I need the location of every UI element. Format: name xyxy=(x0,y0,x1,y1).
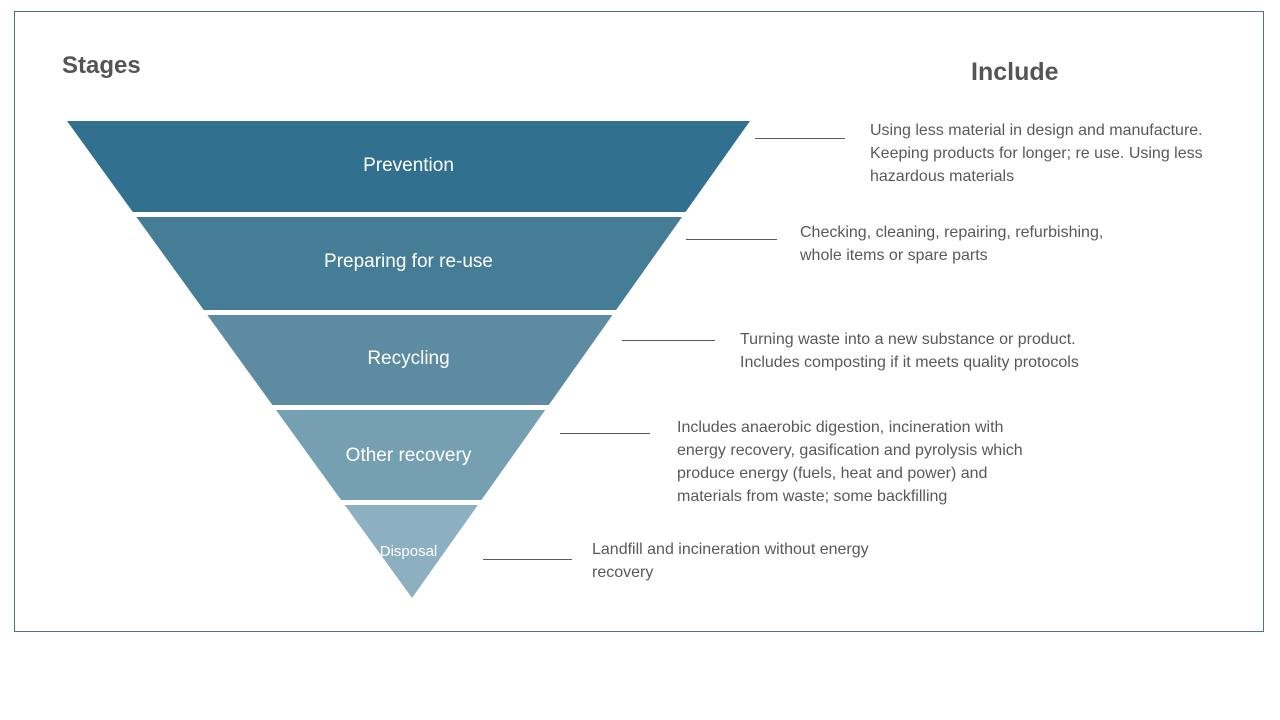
include-heading: Include xyxy=(971,58,1059,86)
funnel-band-recycling xyxy=(207,315,613,405)
stage-description-prevention: Using less material in design and manufa… xyxy=(870,122,1203,185)
stage-description-disposal: Landfill and incineration without energy… xyxy=(592,541,869,581)
funnel-band-disposal xyxy=(344,505,478,598)
connector-line-disposal xyxy=(483,559,572,560)
stage-description-preparing-for-re-use: Checking, cleaning, repairing, refurbish… xyxy=(800,224,1104,264)
funnel-band-prevention xyxy=(67,121,750,212)
stage-description-other-recovery: Includes anaerobic digestion, incinerati… xyxy=(677,419,1023,505)
connector-line-other-recovery xyxy=(560,433,650,434)
connector-line-prevention xyxy=(755,138,845,139)
stage-description-recycling: Turning waste into a new substance or pr… xyxy=(740,331,1079,371)
connector-line-recycling xyxy=(622,340,715,341)
funnel-band-other-recovery xyxy=(276,410,546,500)
stages-heading: Stages xyxy=(62,52,141,79)
funnel-band-preparing-for-re-use xyxy=(136,217,682,310)
waste-hierarchy-funnel xyxy=(67,121,750,598)
connector-line-preparing-for-re-use xyxy=(686,239,777,240)
